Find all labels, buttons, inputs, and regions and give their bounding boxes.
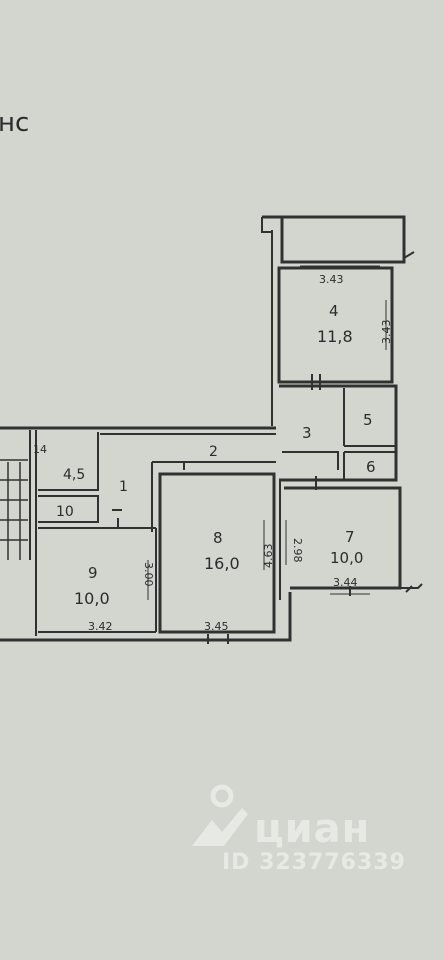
dim-r7-width: 3.44	[333, 576, 358, 589]
room-10-number: 10	[56, 504, 74, 520]
room-14-number: 14	[33, 443, 47, 456]
room-45-number: 4,5	[63, 467, 85, 483]
room-7-area: 10,0	[330, 549, 363, 567]
dim-top-width: 3.43	[319, 273, 344, 286]
dim-r9-height: 3.00	[142, 562, 155, 587]
dimension-labels: 3.43 3.43 4.63 2.98 3.44 3.00 3.42 3.45	[88, 273, 393, 633]
room-3-number: 3	[302, 424, 312, 442]
dim-right-height: 3.43	[380, 320, 393, 345]
header-fragment: нс	[0, 108, 29, 138]
dim-r8-width: 3.45	[204, 620, 229, 633]
room-8-area: 16,0	[204, 554, 240, 573]
room-1-number: 1	[119, 479, 128, 495]
room-labels: 4 11,8 3 5 6 7 10,0 8 16,0 9 10,0 1 2 10…	[33, 302, 376, 608]
room-9-area: 10,0	[74, 589, 110, 608]
map-pin-logo-icon	[192, 784, 248, 846]
room-9-number: 9	[88, 564, 98, 582]
room-4-area: 11,8	[317, 327, 353, 346]
room-6-number: 6	[366, 458, 376, 476]
room-2-number: 2	[209, 444, 218, 460]
room-8-number: 8	[213, 529, 223, 547]
room-7-number: 7	[345, 528, 355, 546]
room-4-number: 4	[329, 302, 339, 320]
dim-r7-height: 2.98	[291, 538, 304, 563]
room-5-number: 5	[363, 411, 373, 429]
watermark-brand: циан	[254, 806, 371, 852]
watermark-id: ID 323776339	[222, 850, 406, 875]
walls	[0, 215, 423, 644]
dim-r9-width: 3.42	[88, 620, 113, 633]
dim-r8-height: 4.63	[262, 544, 275, 569]
